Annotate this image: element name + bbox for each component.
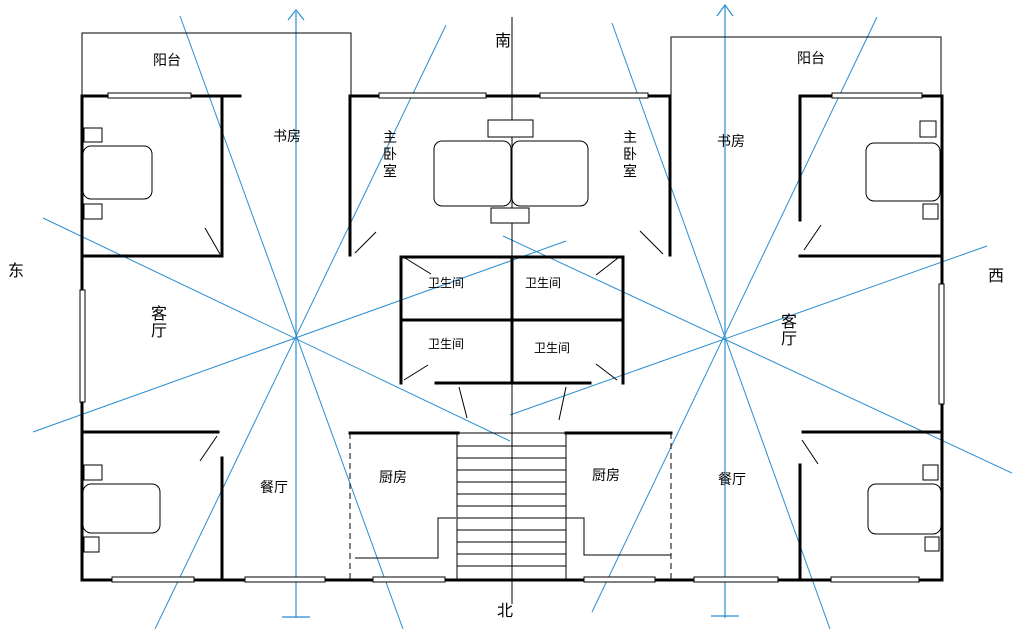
door-swings xyxy=(199,224,822,465)
left-study-label: 书房 xyxy=(273,129,301,145)
right-study-label: 书房 xyxy=(717,134,745,150)
left-kitchen-label: 厨房 xyxy=(379,470,407,486)
right-axis-arrow xyxy=(711,3,739,618)
right-master-label: 主卧室 xyxy=(623,130,637,180)
right-living-label: 客厅 xyxy=(781,312,798,348)
compass-south: 南 xyxy=(495,31,512,50)
right-balcony-outline xyxy=(670,36,942,96)
bath-top-right-label: 卫生间 xyxy=(525,276,562,290)
bath-bottom-left-label: 卫生间 xyxy=(428,337,465,351)
left-balcony-label: 阳台 xyxy=(153,53,181,69)
left-axis-arrow xyxy=(282,9,310,618)
staircase xyxy=(456,432,567,581)
right-balcony-label: 阳台 xyxy=(797,51,825,67)
furniture xyxy=(82,119,942,553)
bath-top-left-label: 卫生间 xyxy=(428,276,465,290)
compass-north: 北 xyxy=(497,601,514,620)
bath-bottom-right-label: 卫生间 xyxy=(534,341,571,355)
left-dining-label: 餐厅 xyxy=(260,480,288,496)
left-balcony-outline xyxy=(81,32,352,96)
left-living-label: 客厅 xyxy=(151,304,168,340)
left-master-label: 主卧室 xyxy=(383,130,397,180)
compass-east: 东 xyxy=(8,261,25,280)
windows xyxy=(79,92,945,583)
compass-west: 西 xyxy=(988,266,1005,285)
guide-lines-left xyxy=(32,15,567,629)
kitchen-counters xyxy=(355,517,671,559)
right-kitchen-label: 厨房 xyxy=(592,468,620,484)
right-dining-label: 餐厅 xyxy=(718,472,746,488)
